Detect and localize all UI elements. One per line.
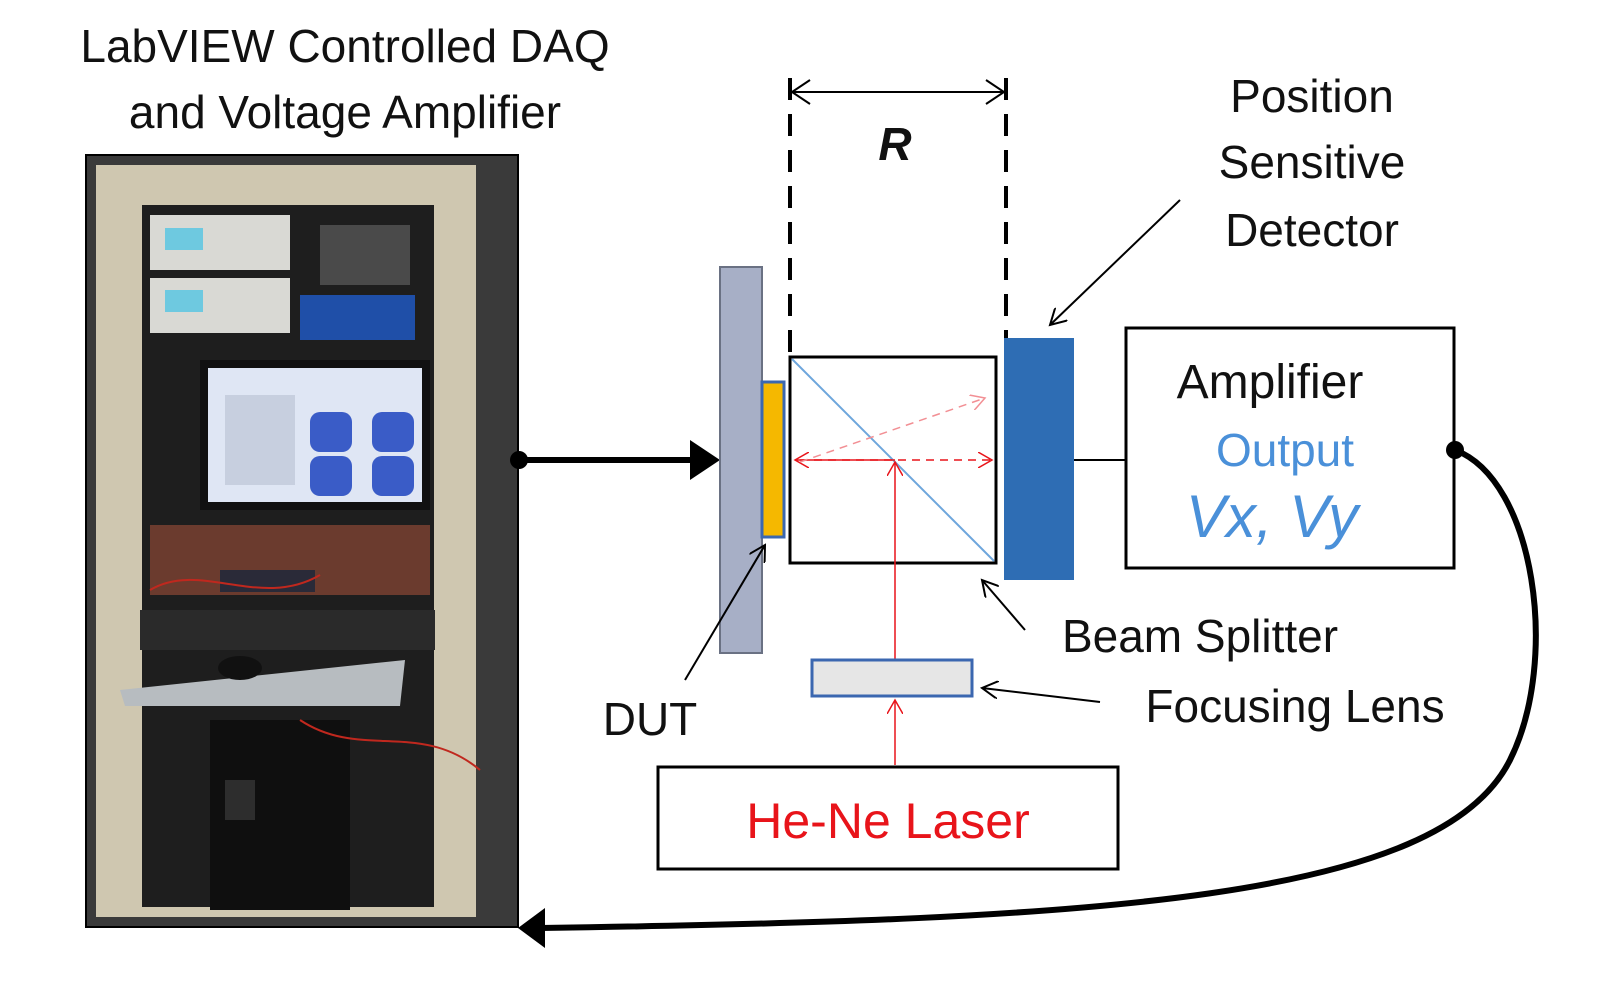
mouse — [218, 656, 262, 680]
psd-label-line1: Position — [1230, 70, 1394, 122]
amplifier-output-label: Output — [1216, 424, 1354, 476]
psd-label-line2: Sensitive — [1219, 136, 1406, 188]
daq-module — [300, 295, 415, 340]
rack-caption-line2: and Voltage Amplifier — [129, 86, 561, 138]
laser-label: He-Ne Laser — [746, 793, 1029, 849]
feedback-signal-arrowhead — [518, 908, 545, 948]
amplifier-box — [1124, 326, 1456, 570]
rack-caption-line1: LabVIEW Controlled DAQ — [80, 20, 609, 72]
daq-rack-photo — [85, 154, 519, 928]
psd-label-line3: Detector — [1225, 204, 1399, 256]
keyboard — [140, 610, 435, 650]
focusing-lens — [810, 658, 974, 698]
beam-splitter-pointer — [982, 580, 1026, 631]
beam-splitter-label: Beam Splitter — [1062, 610, 1338, 662]
amplifier-title: Amplifier — [1177, 356, 1364, 409]
dut-sample — [760, 380, 786, 539]
he-ne-laser-box — [656, 765, 1120, 871]
drive-signal-arrowhead — [690, 440, 720, 480]
focusing-lens-label: Focusing Lens — [1145, 680, 1444, 732]
psd-pointer — [1050, 199, 1181, 325]
dut-mount — [719, 266, 763, 654]
focusing-lens-pointer — [982, 688, 1101, 703]
dut-pointer — [684, 545, 765, 681]
amplifier-output-signals: Vx, Vy — [1186, 483, 1362, 550]
deflected-beam — [799, 398, 985, 463]
position-sensitive-detector — [1004, 338, 1074, 580]
feedback-signal-line — [539, 447, 1539, 931]
range-label: R — [878, 118, 911, 170]
dut-label: DUT — [603, 693, 698, 745]
